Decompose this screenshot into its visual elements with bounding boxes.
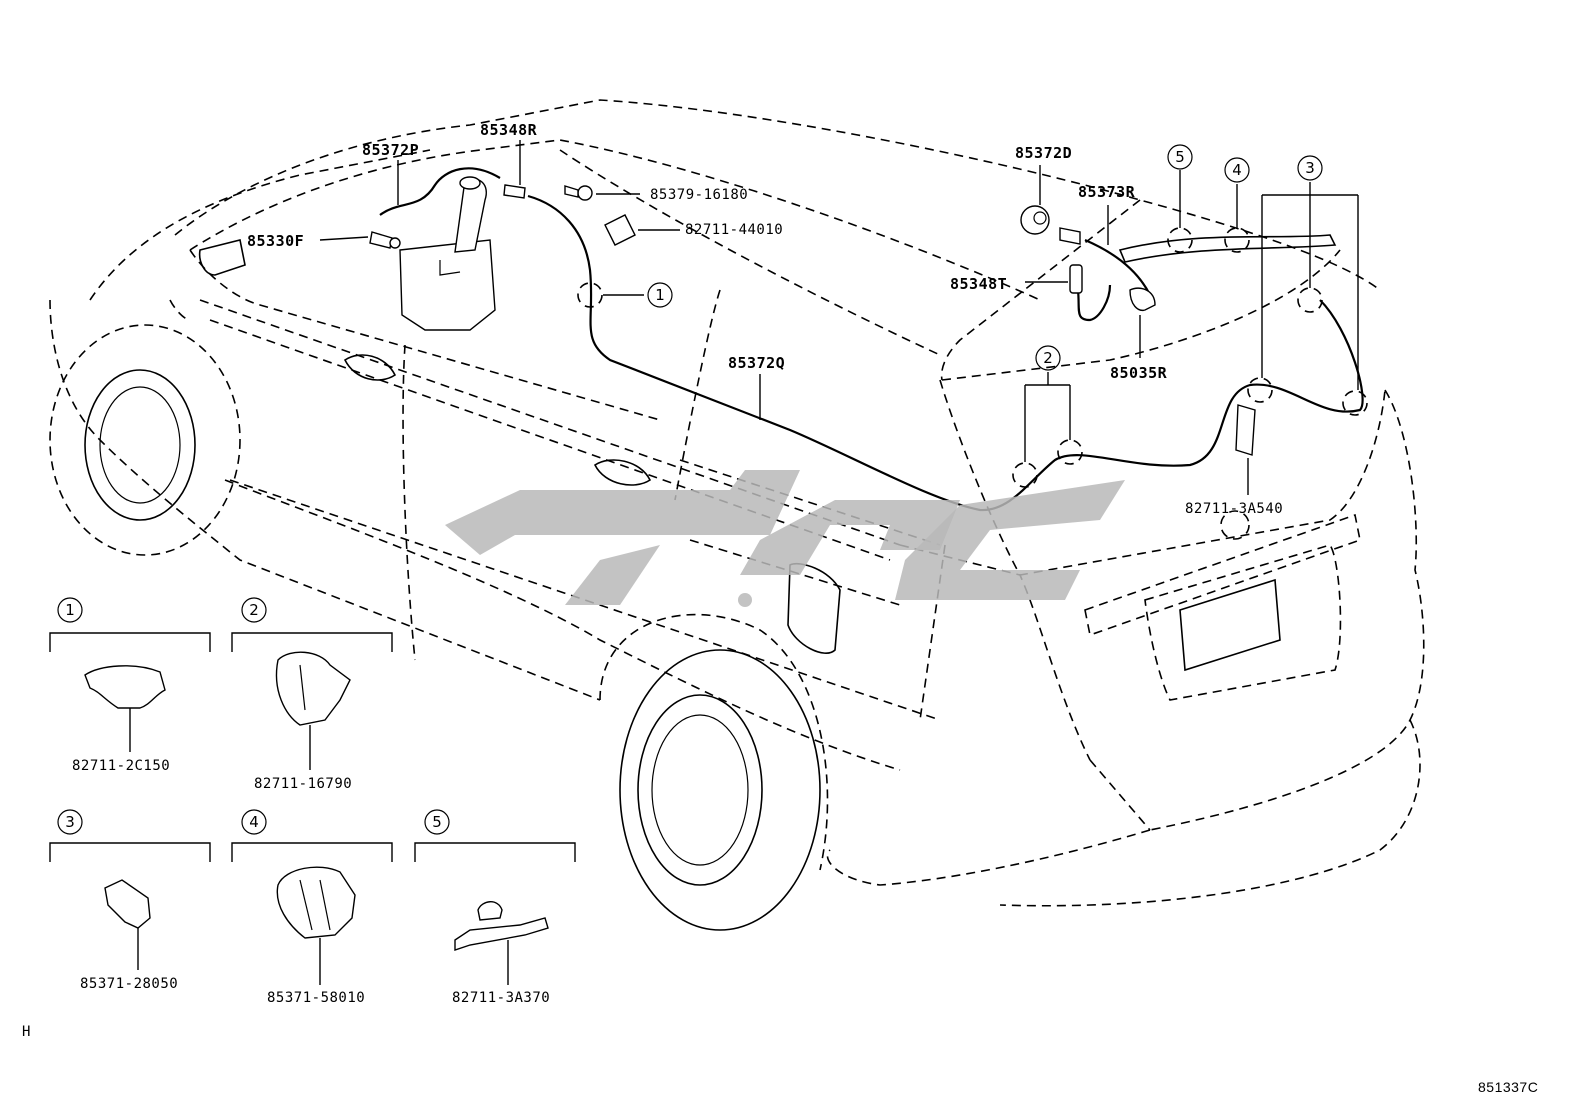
watermark-logo [445, 470, 1125, 607]
label-85348T: 85348T [950, 275, 1007, 293]
legend-detail-4: 4 85371-58010 [231, 809, 393, 1006]
legend-part-5: 82711-3A370 [452, 990, 550, 1006]
callout-badges: 1 2 3 4 5 [647, 144, 1323, 371]
label-82711-3A540: 82711-3A540 [1185, 501, 1283, 517]
part-labels: 85348R 85372P 85330F 85379-16180 82711-4… [247, 121, 1283, 517]
legend-part-2: 82711-16790 [254, 776, 352, 792]
label-85330F: 85330F [247, 232, 304, 250]
figure-code: 851337C [1478, 1079, 1538, 1095]
callout-circles [577, 227, 1368, 540]
callout-badge-5: 5 [1175, 148, 1185, 166]
label-85373R: 85373R [1078, 183, 1136, 201]
legend-part-1: 82711-2C150 [72, 758, 170, 774]
callout-badge-1: 1 [655, 286, 665, 304]
label-85372Q: 85372Q [728, 354, 785, 372]
callout-badge-4: 4 [1232, 161, 1242, 179]
vehicle-outline [49, 99, 1425, 931]
legend-num-3: 3 [65, 813, 75, 831]
rear-washer-assembly [1020, 205, 1337, 456]
legend-num-5: 5 [432, 813, 442, 831]
legend-part-4: 85371-58010 [267, 990, 365, 1006]
legend-detail-2: 2 82711-16790 [231, 597, 393, 792]
legend-num-4: 4 [249, 813, 259, 831]
legend-detail-1: 1 82711-2C150 [49, 597, 211, 774]
callout-badge-3: 3 [1305, 159, 1315, 177]
washer-tank-assembly [369, 167, 1364, 512]
legend-num-1: 1 [65, 601, 75, 619]
label-85372D: 85372D [1015, 144, 1072, 162]
legend-part-3: 85371-28050 [80, 976, 178, 992]
label-85372P: 85372P [362, 141, 419, 159]
callout-badge-2: 2 [1043, 349, 1053, 367]
legend-detail-3: 3 85371-28050 [49, 809, 211, 992]
label-85379-16180: 85379-16180 [650, 187, 748, 203]
label-85348R: 85348R [480, 121, 538, 139]
legend-num-2: 2 [249, 601, 259, 619]
corner-code-left: H [22, 1024, 31, 1040]
label-82711-44010: 82711-44010 [685, 222, 783, 238]
leader-lines [319, 140, 1359, 495]
label-85035R: 85035R [1110, 364, 1168, 382]
legend-detail-5: 5 82711-3A370 [414, 809, 576, 1006]
